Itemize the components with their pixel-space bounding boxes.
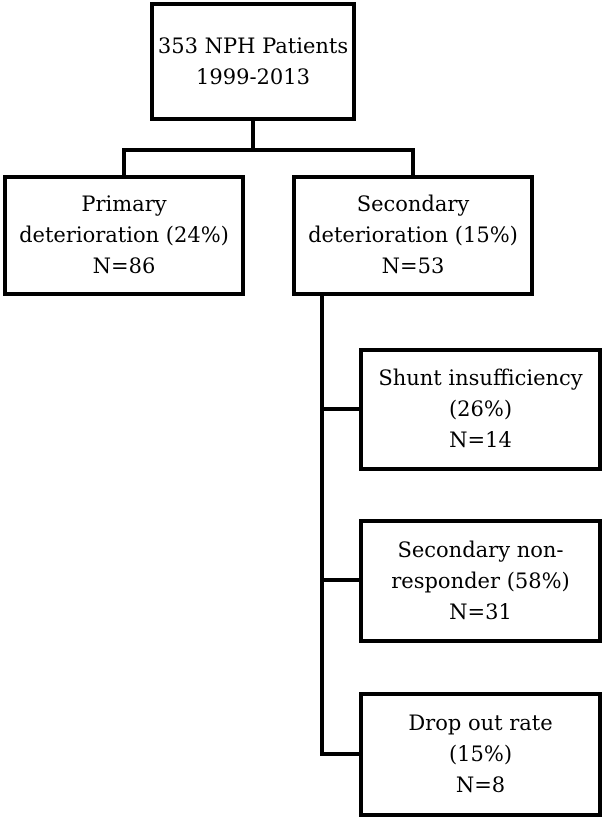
node-secondary-non-responder: Secondary non- responder (58%) N=31 bbox=[359, 519, 602, 643]
dropout-label-line2: (15%) bbox=[448, 742, 513, 766]
connector-to-dropout bbox=[320, 752, 361, 756]
shunt-label-line1: Shunt insufficiency bbox=[378, 366, 583, 390]
shunt-count: N=14 bbox=[449, 428, 512, 452]
node-drop-out-rate: Drop out rate (15%) N=8 bbox=[359, 692, 602, 817]
dropout-label-line1: Drop out rate bbox=[408, 711, 553, 735]
connector-to-shunt bbox=[320, 407, 361, 411]
node-shunt-insufficiency: Shunt insufficiency (26%) N=14 bbox=[359, 348, 602, 471]
connector-horizontal-split bbox=[122, 148, 415, 152]
connector-to-primary bbox=[122, 148, 126, 175]
connector-root-down bbox=[251, 117, 255, 152]
primary-label-line1: Primary bbox=[81, 192, 167, 216]
connector-secondary-trunk bbox=[320, 294, 324, 756]
nonresponder-label-line1: Secondary non- bbox=[397, 537, 564, 562]
primary-count: N=86 bbox=[92, 254, 156, 278]
primary-label-line2: deterioration (24%) bbox=[19, 223, 229, 247]
connector-to-nonresponder bbox=[320, 578, 361, 582]
shunt-label-line2: (26%) bbox=[448, 397, 513, 421]
nonresponder-label-line2: responder (58%) bbox=[391, 568, 570, 593]
root-node-title: 353 NPH Patients bbox=[157, 33, 349, 58]
secondary-label-line2: deterioration (15%) bbox=[308, 223, 518, 247]
node-secondary-deterioration: Secondary deterioration (15%) N=53 bbox=[292, 175, 534, 296]
dropout-count: N=8 bbox=[455, 773, 506, 797]
secondary-count: N=53 bbox=[381, 254, 445, 278]
node-primary-deterioration: Primary deterioration (24%) N=86 bbox=[3, 175, 245, 296]
root-node-nph-patients: 353 NPH Patients 1999-2013 bbox=[150, 2, 356, 121]
root-node-years: 1999-2013 bbox=[196, 64, 310, 89]
secondary-label-line1: Secondary bbox=[356, 192, 470, 216]
connector-to-secondary bbox=[411, 148, 415, 175]
nonresponder-count: N=31 bbox=[449, 599, 512, 624]
